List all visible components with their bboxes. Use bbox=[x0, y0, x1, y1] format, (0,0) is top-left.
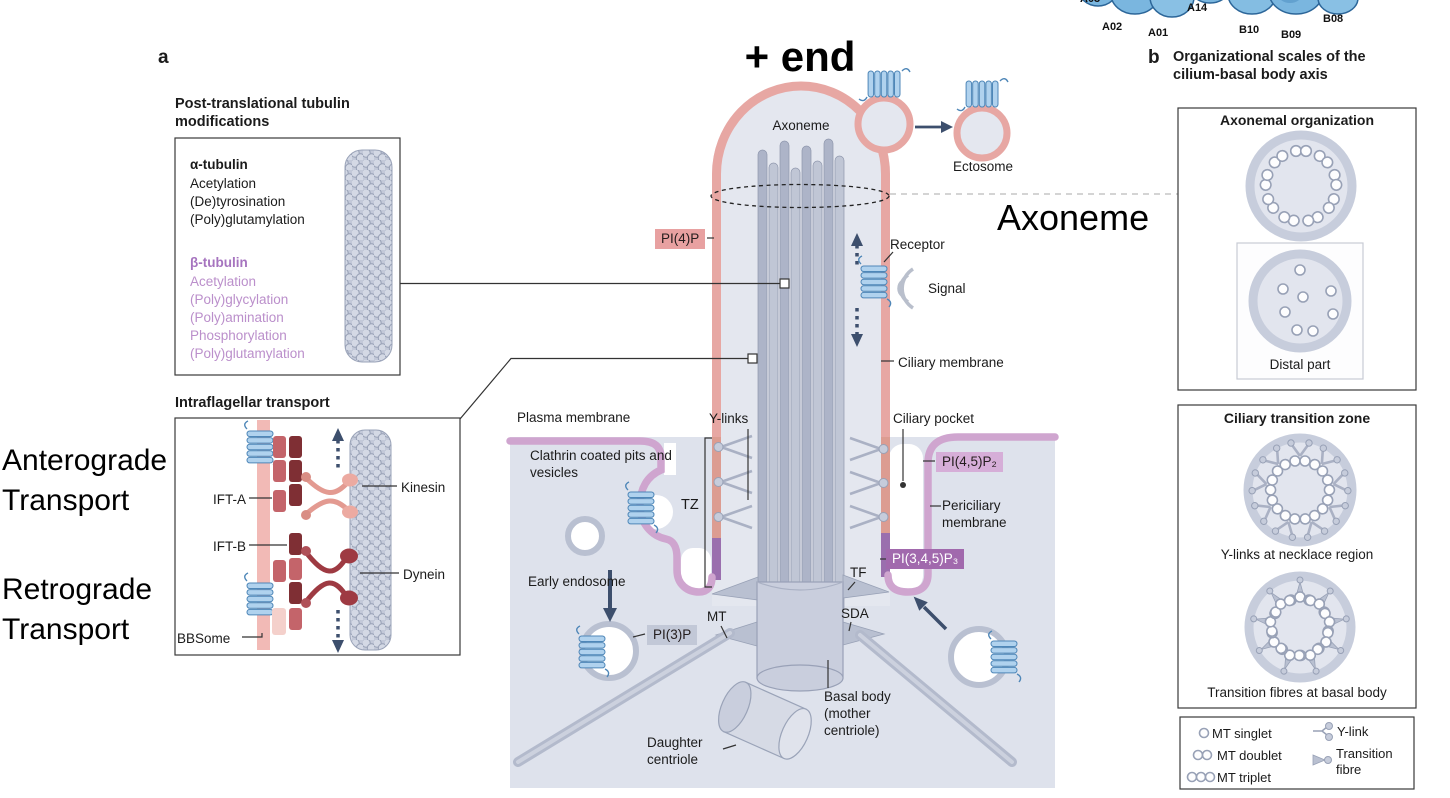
alpha-item: (Poly)glutamylation bbox=[190, 212, 305, 227]
protein-density-strip bbox=[1082, 0, 1359, 18]
signal-label: Signal bbox=[928, 281, 966, 296]
alpha-item: Acetylation bbox=[190, 176, 257, 191]
periciliary-membrane-label: Periciliary membrane bbox=[942, 498, 1007, 530]
pi45p2-tag: PI(4,5)P₂ bbox=[936, 452, 1003, 472]
legend-mt-doublet: MT doublet bbox=[1217, 748, 1282, 763]
ift-box-graphic bbox=[242, 420, 399, 653]
axoneme-big-label: Axoneme bbox=[997, 197, 1150, 238]
ift-direction-arrows bbox=[851, 233, 863, 347]
alpha-item: (De)tyrosination bbox=[190, 194, 286, 209]
cilium-shaft bbox=[712, 82, 890, 606]
transition-zone-y-links bbox=[713, 434, 889, 530]
sda-label: SDA bbox=[841, 606, 869, 621]
tz-label: TZ bbox=[681, 497, 699, 513]
beta-item: (Poly)glycylation bbox=[190, 292, 289, 307]
legend-y-link: Y-link bbox=[1337, 724, 1369, 739]
pi3p-tag: PI(3)P bbox=[647, 625, 698, 645]
panel-b-label: b bbox=[1148, 47, 1160, 68]
ciliary-transition-zone-art bbox=[1243, 433, 1357, 683]
legend-icons bbox=[1186, 722, 1333, 783]
kinesin-label: Kinesin bbox=[401, 480, 446, 495]
ectosome-label: Ectosome bbox=[952, 159, 1014, 174]
ciliary-pocket-label: Ciliary pocket bbox=[893, 411, 975, 426]
protein-label-a01: A01 bbox=[1148, 27, 1169, 39]
ciliary-membrane-label: Ciliary membrane bbox=[898, 355, 1004, 370]
beta-item: Phosphorylation bbox=[190, 328, 287, 343]
distal-part-label: Distal part bbox=[1269, 357, 1331, 372]
ptm-title: Post-translational tubulin modifications bbox=[175, 96, 350, 131]
legend-mt-singlet: MT singlet bbox=[1212, 726, 1272, 741]
panel-a-label: a bbox=[158, 47, 169, 68]
transition-fibres-caption: Transition fibres at basal body bbox=[1207, 685, 1387, 700]
axoneme-section-ellipse bbox=[710, 183, 1178, 209]
ift-title: Intraflagellar transport bbox=[175, 395, 330, 411]
trafficking-arrows bbox=[603, 570, 948, 631]
beta-item: (Poly)glutamylation bbox=[190, 346, 305, 361]
dynein-label: Dynein bbox=[403, 567, 446, 582]
ciliary-transition-zone-title: Ciliary transition zone bbox=[1223, 410, 1371, 426]
panel-b-title: Organizational scales of the cilium-basa… bbox=[1173, 49, 1366, 84]
panel-boxes bbox=[174, 107, 1417, 790]
legend-mt-triplet: MT triplet bbox=[1217, 770, 1271, 785]
axoneme-inner-label: Axoneme bbox=[772, 118, 830, 133]
basal-body bbox=[513, 574, 1017, 767]
protein-label-b10: B10 bbox=[1239, 24, 1260, 36]
receptor-label: Receptor bbox=[890, 237, 945, 252]
annotation-connectors bbox=[400, 237, 941, 750]
membrane-receptor bbox=[858, 255, 915, 310]
ectosome-vesicles bbox=[854, 68, 1011, 162]
pi345p3-tag: PI(3,4,5)P₃ bbox=[886, 549, 965, 569]
retrograde-transport-label: Retrograde Transport bbox=[2, 573, 153, 646]
tf-label: TF bbox=[850, 565, 867, 580]
daughter-centriole bbox=[717, 681, 812, 760]
plus-end-label: + end bbox=[744, 33, 856, 80]
beta-tubulin-title: β-tubulin bbox=[190, 255, 248, 270]
legend-transition-fibre: Transition fibre bbox=[1336, 746, 1393, 778]
protein-label-b09: B09 bbox=[1281, 29, 1302, 41]
anterograde-transport-label: Anterograde Transport bbox=[2, 444, 168, 517]
bbsome-label: BBSome bbox=[177, 631, 231, 646]
daughter-centriole-label: Daughter centriole bbox=[647, 735, 703, 767]
axonemal-organization-title: Axonemal organization bbox=[1219, 112, 1375, 128]
ptm-microtubule-graphic bbox=[344, 149, 393, 363]
protein-label-a03: A03 bbox=[1080, 0, 1100, 5]
ift-b-label: IFT-B bbox=[213, 539, 246, 554]
axonemal-organization-art bbox=[1236, 130, 1364, 380]
beta-item: Acetylation bbox=[190, 274, 257, 289]
beta-item: (Poly)amination bbox=[190, 310, 284, 325]
mt-label: MT bbox=[707, 609, 727, 624]
pi4p-tag: PI(4)P bbox=[655, 229, 706, 249]
plasma-membrane-stroke bbox=[506, 433, 1059, 596]
alpha-tubulin-title: α-tubulin bbox=[190, 157, 248, 172]
axoneme-microtubules bbox=[757, 138, 845, 613]
early-endosome-label: Early endosome bbox=[528, 574, 626, 589]
ift-a-label: IFT-A bbox=[213, 492, 246, 507]
protein-label-a02: A02 bbox=[1102, 21, 1123, 33]
ylinks-necklace-caption: Y-links at necklace region bbox=[1220, 547, 1374, 562]
vesicles bbox=[565, 481, 1022, 688]
clathrin-label: Clathrin coated pits and vesicles bbox=[530, 448, 672, 480]
protein-label-a14: A14 bbox=[1187, 2, 1208, 14]
plasma-membrane-label: Plasma membrane bbox=[517, 410, 631, 425]
basal-body-label: Basal body (mother centriole) bbox=[824, 689, 891, 738]
protein-label-b08: B08 bbox=[1323, 13, 1344, 25]
y-links-label: Y-links bbox=[709, 411, 749, 426]
